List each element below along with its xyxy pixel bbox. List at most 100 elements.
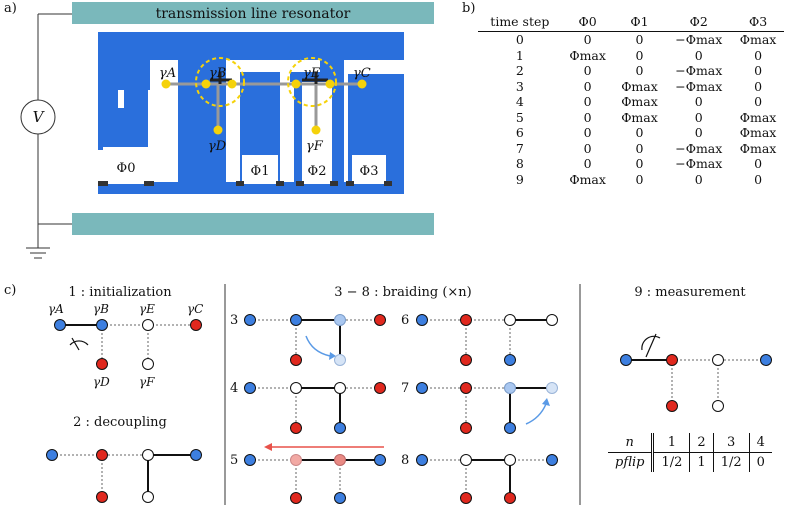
resonator-top	[72, 2, 434, 24]
table-cell: Φmax	[739, 109, 777, 125]
diagram-braid7	[416, 382, 558, 434]
table-header: Φ3	[732, 14, 784, 32]
table-header-row: time step Φ0 Φ1 Φ2 Φ3	[478, 14, 784, 32]
gate-phi0-box	[103, 147, 149, 184]
diagram-measurement	[620, 333, 772, 412]
table-cell: 2	[515, 63, 524, 78]
n-header: n	[608, 433, 655, 453]
pflip-value: 1/2	[661, 455, 683, 470]
table-cell: −Φmax	[675, 63, 723, 78]
table-cell: Φmax	[739, 125, 777, 140]
table-cell: 0	[635, 171, 644, 187]
table-cell: −Φmax	[675, 156, 723, 171]
table-cell: 0	[754, 63, 763, 78]
diagram-braid5	[244, 443, 386, 504]
table-header: Φ0	[561, 14, 614, 32]
table-cell: 0	[754, 47, 763, 63]
table-cell: 0	[583, 63, 592, 78]
c-label-gamma-c: γC	[187, 302, 203, 316]
panel-label-c: c)	[4, 283, 16, 298]
gate-phi1-label: Φ1	[251, 164, 270, 179]
table-cell: −Φmax	[675, 78, 723, 94]
junction-circle-b	[195, 57, 245, 107]
table-cell: Φmax	[739, 140, 777, 156]
table-cell: −Φmax	[675, 32, 723, 47]
diagram-step1	[54, 319, 202, 370]
meas-title: 9 : measurement	[634, 285, 746, 300]
table-cell: 0	[583, 32, 592, 47]
table-cell: 0	[583, 78, 592, 94]
majorana-dots	[161, 79, 367, 135]
panel-label-a: a)	[4, 1, 17, 16]
table-row: 2 0 0 −Φmax 0	[478, 63, 784, 79]
n-value: 4	[748, 433, 772, 453]
pflip-value: 1	[689, 452, 714, 472]
table-cell: 0	[694, 94, 703, 109]
label-gamma-c: γC	[353, 66, 371, 81]
table-cell: 0	[754, 156, 763, 171]
n-value: 3	[712, 433, 750, 453]
table-cell: 0	[515, 32, 524, 47]
label-gamma-d: γD	[208, 139, 227, 154]
diagram-step2	[46, 449, 202, 503]
label-gamma-a: γA	[159, 66, 176, 81]
step1-title: 1 : initialization	[68, 285, 172, 300]
superconducting-island	[98, 32, 404, 194]
table-cell: 1	[515, 47, 524, 63]
panel-label-b: b)	[462, 1, 475, 16]
flip-probability-table: n 1 2 3 4 pflip 1/2 1 1/2 0	[608, 433, 772, 472]
junction-circle-e	[287, 57, 337, 107]
table-header: time step	[478, 14, 562, 32]
c-label-gamma-b: γB	[93, 302, 109, 316]
table-row: 8 0 0 −Φmax 0	[478, 156, 784, 172]
table-cell: Φmax	[569, 47, 606, 63]
ground-icon	[26, 247, 50, 259]
n-value: 2	[689, 433, 714, 453]
braid-step-4: 4	[230, 381, 238, 396]
table-cell: 0	[583, 156, 592, 171]
resonator-label: transmission line resonator	[156, 6, 351, 22]
table-cell: 0	[583, 125, 592, 140]
braid-step-6: 6	[401, 313, 409, 328]
table-cell: 0	[635, 32, 644, 47]
t-junctions	[210, 72, 328, 84]
table-cell: 0	[635, 63, 644, 78]
pflip-value: 1/2	[712, 452, 750, 472]
gate-phi3-box	[352, 155, 386, 184]
label-gamma-f: γF	[306, 139, 324, 154]
gate-phi0-label: Φ0	[117, 161, 136, 176]
table-header: Φ2	[665, 14, 733, 32]
gate-phi2-label: Φ2	[308, 164, 327, 179]
c-label-gamma-a: γA	[48, 302, 64, 316]
table-cell: 6	[515, 125, 524, 140]
table-cell: 0	[635, 140, 644, 156]
table-cell: 0	[583, 140, 592, 156]
diagram-braid4	[244, 382, 386, 434]
table-cell: 0	[694, 125, 703, 140]
label-gamma-b: γB	[209, 66, 226, 81]
c-label-gamma-f: γF	[139, 375, 155, 389]
table-cell: 8	[515, 156, 524, 171]
table-cell: 5	[515, 109, 524, 125]
c-label-gamma-e: γE	[139, 302, 155, 316]
label-gamma-e: γE	[303, 66, 321, 81]
table-cell: Φmax	[621, 109, 658, 125]
table-row: pflip 1/2 1 1/2 0	[608, 452, 772, 472]
braid-title: 3 − 8 : braiding (×n)	[334, 285, 472, 300]
step2-title: 2 : decoupling	[73, 415, 167, 430]
table-cell: 0	[694, 47, 703, 63]
table-cell: 0	[635, 156, 644, 171]
gate-phi1-box	[242, 155, 278, 184]
diagram-braid8	[416, 454, 558, 504]
table-cell: 9	[515, 171, 524, 187]
table-cell: 0	[754, 171, 763, 187]
pflip-value: 0	[748, 452, 772, 472]
